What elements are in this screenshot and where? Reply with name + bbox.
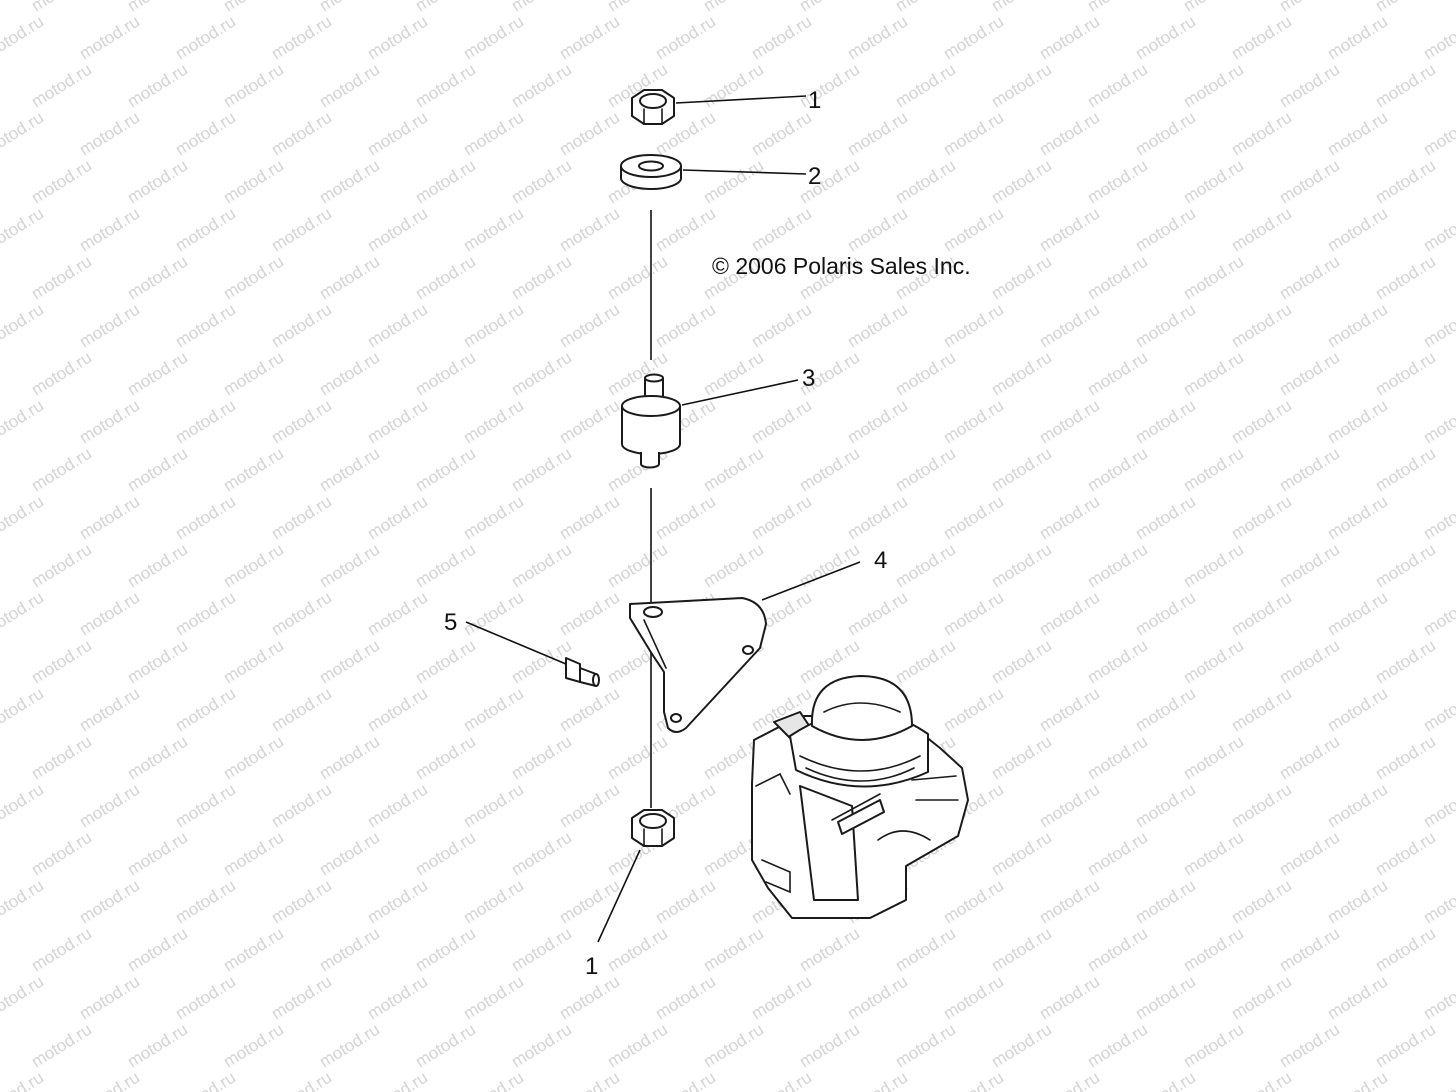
leader-bushing [681,379,799,406]
hex-nut-top [631,89,675,125]
screw [565,657,600,687]
callout-nut-top: 1 [808,87,821,114]
flat-washer [620,154,682,190]
leader-bracket [761,561,861,601]
copyright-notice: © 2006 Polaris Sales Inc. [712,253,971,279]
carburetor-body [751,675,969,919]
callout-nut-bottom: 1 [585,953,598,980]
callout-washer: 2 [808,163,821,190]
leader-washer [682,169,807,175]
mounting-bracket [629,597,767,733]
leader-nut-top [675,95,807,104]
callout-screw: 5 [444,609,457,636]
leader-nut-bottom [597,849,641,943]
hex-nut-bottom [631,809,675,847]
leader-screw [465,621,567,665]
callout-bushing: 3 [802,365,815,392]
rubber-bushing [621,373,681,469]
callout-bracket: 4 [874,547,887,574]
